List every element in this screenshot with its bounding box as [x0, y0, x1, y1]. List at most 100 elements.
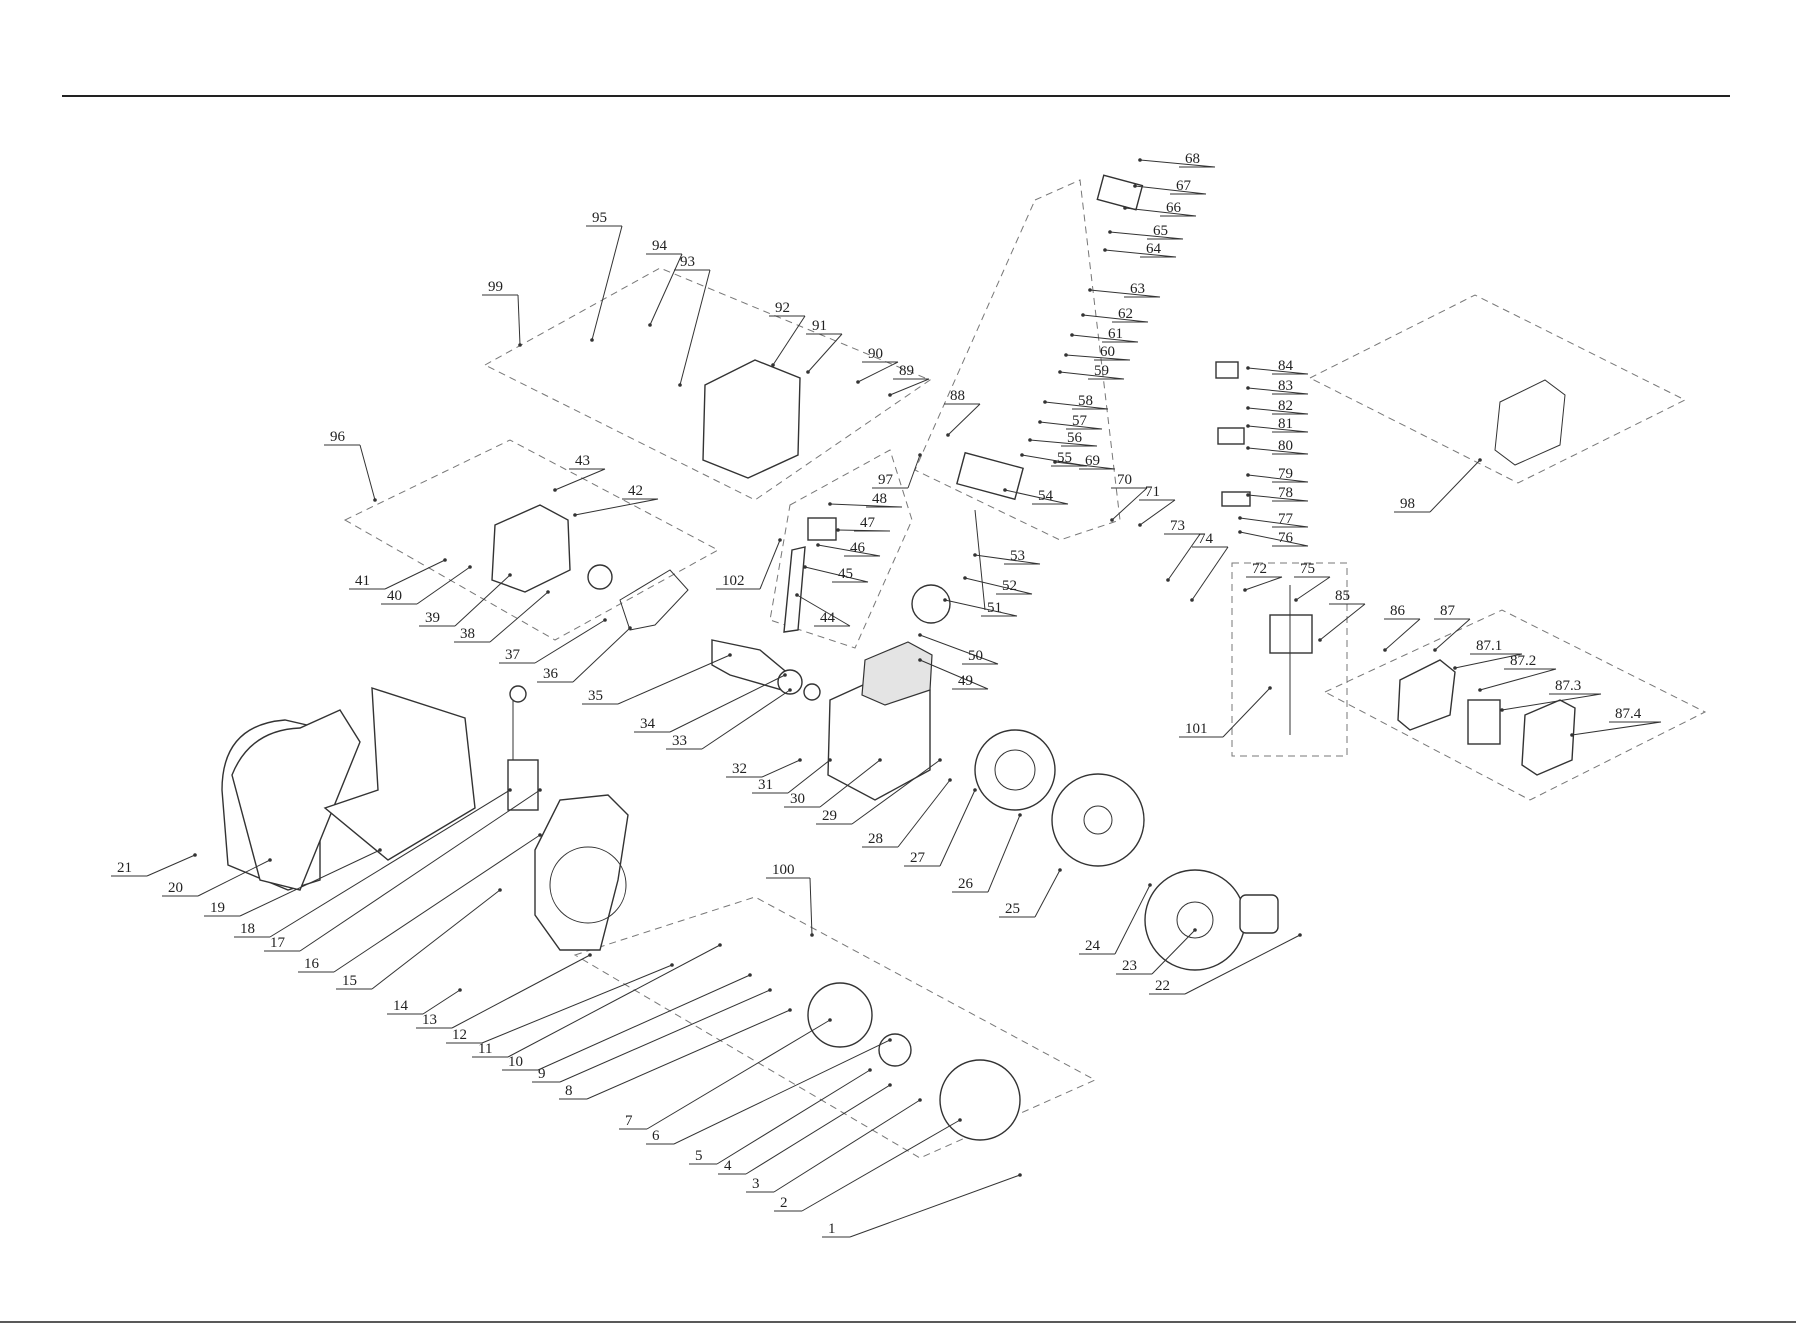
callout-69: 69	[1053, 453, 1116, 470]
callout-leader-line	[1044, 401, 1109, 410]
callout-target-dot	[918, 453, 922, 457]
callout-target-dot	[1268, 686, 1272, 690]
callout-target-dot	[1246, 446, 1250, 450]
callout-number: 52	[1002, 578, 1017, 594]
callout-number: 56	[1067, 430, 1083, 446]
callout-85: 85	[1318, 588, 1366, 642]
callout-39: 39	[419, 573, 512, 627]
group-outline-101	[1231, 562, 1348, 757]
callout-number: 82	[1278, 398, 1293, 414]
callout-leader-line	[679, 269, 711, 386]
callout-number: 45	[838, 566, 853, 582]
part-carburetor	[1269, 614, 1313, 654]
callout-32: 32	[726, 758, 802, 778]
callout-28: 28	[862, 778, 952, 848]
callout-leader-line	[1114, 884, 1151, 955]
callout-number: 22	[1155, 978, 1170, 994]
callout-88: 88	[944, 388, 981, 437]
callout-13: 13	[416, 953, 592, 1029]
callout-leader-line	[481, 964, 673, 1044]
callout-43: 43	[553, 453, 606, 492]
callout-target-dot	[918, 1098, 922, 1102]
callout-leader-line	[1184, 934, 1301, 995]
callout-35: 35	[582, 653, 732, 705]
callout-number: 27	[910, 850, 926, 866]
callout-78: 78	[1246, 485, 1309, 502]
callout-number: 87.1	[1476, 638, 1502, 654]
callout-leader-line	[646, 1019, 831, 1130]
callout-leader-line	[1089, 289, 1161, 298]
callout-91: 91	[806, 318, 843, 374]
callout-leader-line	[1054, 461, 1116, 470]
callout-number: 49	[958, 673, 973, 689]
callout-leader-line	[907, 454, 921, 489]
callout-21: 21	[111, 853, 197, 877]
callout-leader-line	[1239, 517, 1309, 528]
callout-target-dot	[1043, 400, 1047, 404]
group-outline-97	[769, 449, 913, 649]
callout-leader-line	[1139, 159, 1216, 168]
callout-22: 22	[1149, 933, 1302, 995]
callout-31: 31	[752, 758, 832, 794]
callout-leader-line	[1134, 185, 1207, 195]
group-outline-99	[483, 267, 932, 501]
callout-75: 75	[1294, 561, 1331, 602]
callout-61: 61	[1070, 326, 1139, 343]
callout-target-dot	[1018, 813, 1022, 817]
callout-leader-line	[416, 566, 471, 605]
callout-62: 62	[1081, 306, 1149, 323]
callout-leader-line	[1384, 618, 1421, 651]
callout-5: 5	[689, 1068, 872, 1165]
callout-87-2: 87.2	[1478, 653, 1557, 692]
callout-97: 97	[872, 453, 922, 489]
callout-76: 76	[1238, 530, 1309, 547]
callout-leader-line	[534, 619, 606, 664]
part-air-filter-element	[1467, 699, 1501, 745]
callout-leader-line	[817, 544, 881, 557]
callout-102: 102	[716, 538, 782, 590]
callout-number: 29	[822, 808, 837, 824]
callout-target-dot	[1238, 516, 1242, 520]
callout-target-dot	[1298, 933, 1302, 937]
callout-target-dot	[1070, 333, 1074, 337]
callout-target-dot	[378, 848, 382, 852]
callout-27: 27	[904, 788, 977, 867]
callout-18: 18	[234, 788, 512, 938]
part-fan-housing	[534, 794, 629, 951]
callout-target-dot	[508, 573, 512, 577]
callout-number: 13	[422, 1012, 437, 1028]
callout-target-dot	[590, 338, 594, 342]
callout-number: 12	[452, 1027, 467, 1043]
callout-14: 14	[387, 988, 462, 1015]
callout-number: 79	[1278, 466, 1293, 482]
callout-target-dot	[373, 498, 377, 502]
callout-59: 59	[1058, 363, 1125, 380]
callout-number: 87.3	[1555, 678, 1581, 694]
group-outline-87	[1323, 609, 1707, 801]
callout-number: 36	[543, 666, 559, 682]
part-gasket-36-right	[1494, 379, 1566, 466]
callout-target-dot	[573, 513, 577, 517]
callout-target-dot	[1018, 1173, 1022, 1177]
callout-leader-line	[796, 594, 851, 627]
callout-leader-line	[987, 814, 1021, 893]
callout-target-dot	[868, 1068, 872, 1072]
callout-leader-line	[299, 789, 541, 952]
callout-number: 62	[1118, 306, 1133, 322]
callout-99: 99	[482, 279, 522, 347]
callout-target-dot	[938, 758, 942, 762]
callout-65: 65	[1108, 223, 1184, 240]
callout-target-dot	[948, 778, 952, 782]
callout-leader-line	[773, 1099, 921, 1193]
callout-leader-line	[1034, 869, 1061, 918]
callout-target-dot	[768, 988, 772, 992]
callout-target-dot	[783, 673, 787, 677]
callout-number: 66	[1166, 200, 1182, 216]
callout-number: 77	[1278, 511, 1294, 527]
callout-target-dot	[193, 853, 197, 857]
callout-16: 16	[298, 833, 542, 973]
callout-84: 84	[1246, 358, 1309, 375]
callout-target-dot	[973, 788, 977, 792]
callout-25: 25	[999, 868, 1062, 918]
callout-target-dot	[1110, 518, 1114, 522]
